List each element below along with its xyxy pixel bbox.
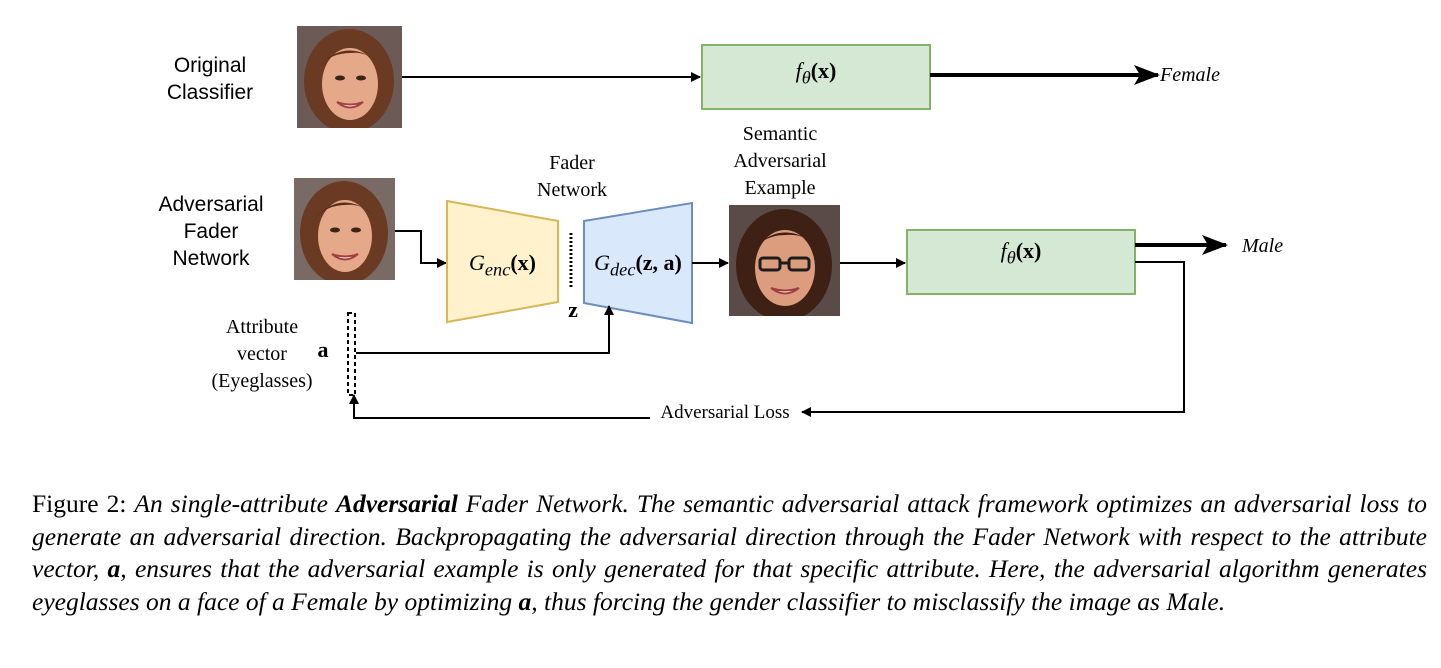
diagram-canvas	[347, 44, 1228, 419]
loss-feedback-line	[1000, 261, 1185, 413]
figure-caption: Figure 2: An single-attribute Adversaria…	[32, 488, 1427, 618]
label-adversarial-fader-network: Adversarial Fader Network	[145, 191, 277, 272]
label-line: Network	[172, 247, 250, 270]
label-original-classifier: Original Classifier	[150, 52, 270, 106]
decoder-label: Gdec(z, a)	[584, 250, 692, 280]
caption-part3: , ensures that the adversarial example i…	[32, 554, 1427, 616]
decoder-trapezoid	[583, 201, 693, 325]
face-image-adversarial-input	[294, 178, 395, 280]
symbol-a: a	[317, 337, 329, 362]
func-arg: (x)	[510, 250, 536, 275]
label-semantic-adversarial-example: Semantic Adversarial Example	[710, 121, 850, 202]
caption-part4: , thus forcing the gender classifier to …	[531, 586, 1226, 616]
face-illustration	[294, 178, 395, 280]
label-line: Example	[744, 177, 816, 199]
func-name: G	[469, 250, 485, 275]
face-illustration	[729, 205, 840, 316]
classifier-top-label: fθ(x)	[702, 58, 930, 88]
arrow-loss-to-attribute	[349, 394, 650, 419]
label-line: vector	[237, 343, 287, 365]
face-image-original	[297, 26, 402, 128]
label-line: Network	[537, 179, 607, 201]
caption-bold: Adversarial	[335, 489, 458, 518]
label-adversarial-loss: Adversarial Loss	[660, 402, 790, 423]
face-image-semantic-example	[729, 205, 840, 316]
caption-part2: Fader Network. The semantic adversarial …	[32, 489, 1427, 583]
func-sub: θ	[1006, 247, 1016, 268]
label-fader-network: Fader Network	[512, 150, 632, 204]
func-name: f	[795, 58, 802, 83]
label-line: Fader	[549, 152, 595, 174]
caption-symbol-a: a	[518, 586, 532, 616]
classifier-bottom-box	[906, 229, 1136, 295]
label-line: Attribute	[225, 316, 299, 338]
func-arg: (z, a)	[635, 250, 682, 275]
label-line: Original	[173, 54, 247, 77]
label-line: Adversarial	[733, 150, 827, 172]
encoder-label: Genc(x)	[447, 250, 558, 280]
caption-text: An single-attribute Adversarial Fader Ne…	[32, 489, 1427, 616]
arrow-attribute-to-decoder	[356, 305, 614, 354]
func-arg: (x)	[810, 58, 837, 83]
diagram: Original Classifier Adversarial Fader Ne…	[145, 26, 1284, 423]
label-attribute-vector: Attribute vector (Eyeglasses)	[196, 314, 328, 395]
attribute-vector-bar	[347, 312, 356, 396]
label-line: Adversarial	[158, 193, 264, 216]
face-illustration	[297, 26, 402, 128]
label-line: (Eyeglasses)	[211, 370, 313, 392]
func-name: f	[1000, 238, 1007, 263]
output-male: Male	[1242, 235, 1284, 257]
symbol-z: z	[568, 297, 578, 322]
label-line: Classifier	[166, 81, 254, 104]
output-female: Female	[1160, 64, 1220, 86]
arrow-face-to-encoder	[395, 230, 447, 268]
caption-prefix: Figure 2:	[32, 489, 135, 518]
label-line: Semantic	[742, 123, 818, 145]
classifier-bottom-label: fθ(x)	[907, 238, 1135, 268]
caption-symbol-a: a	[107, 554, 121, 583]
func-sub: enc	[484, 259, 511, 280]
encoder-trapezoid	[446, 199, 559, 324]
caption-part1: An single-attribute	[134, 489, 336, 518]
label-line: Fader	[183, 220, 239, 243]
func-sub: dec	[610, 259, 636, 280]
func-arg: (x)	[1015, 238, 1042, 263]
func-sub: θ	[801, 67, 811, 88]
func-name: G	[594, 250, 611, 275]
